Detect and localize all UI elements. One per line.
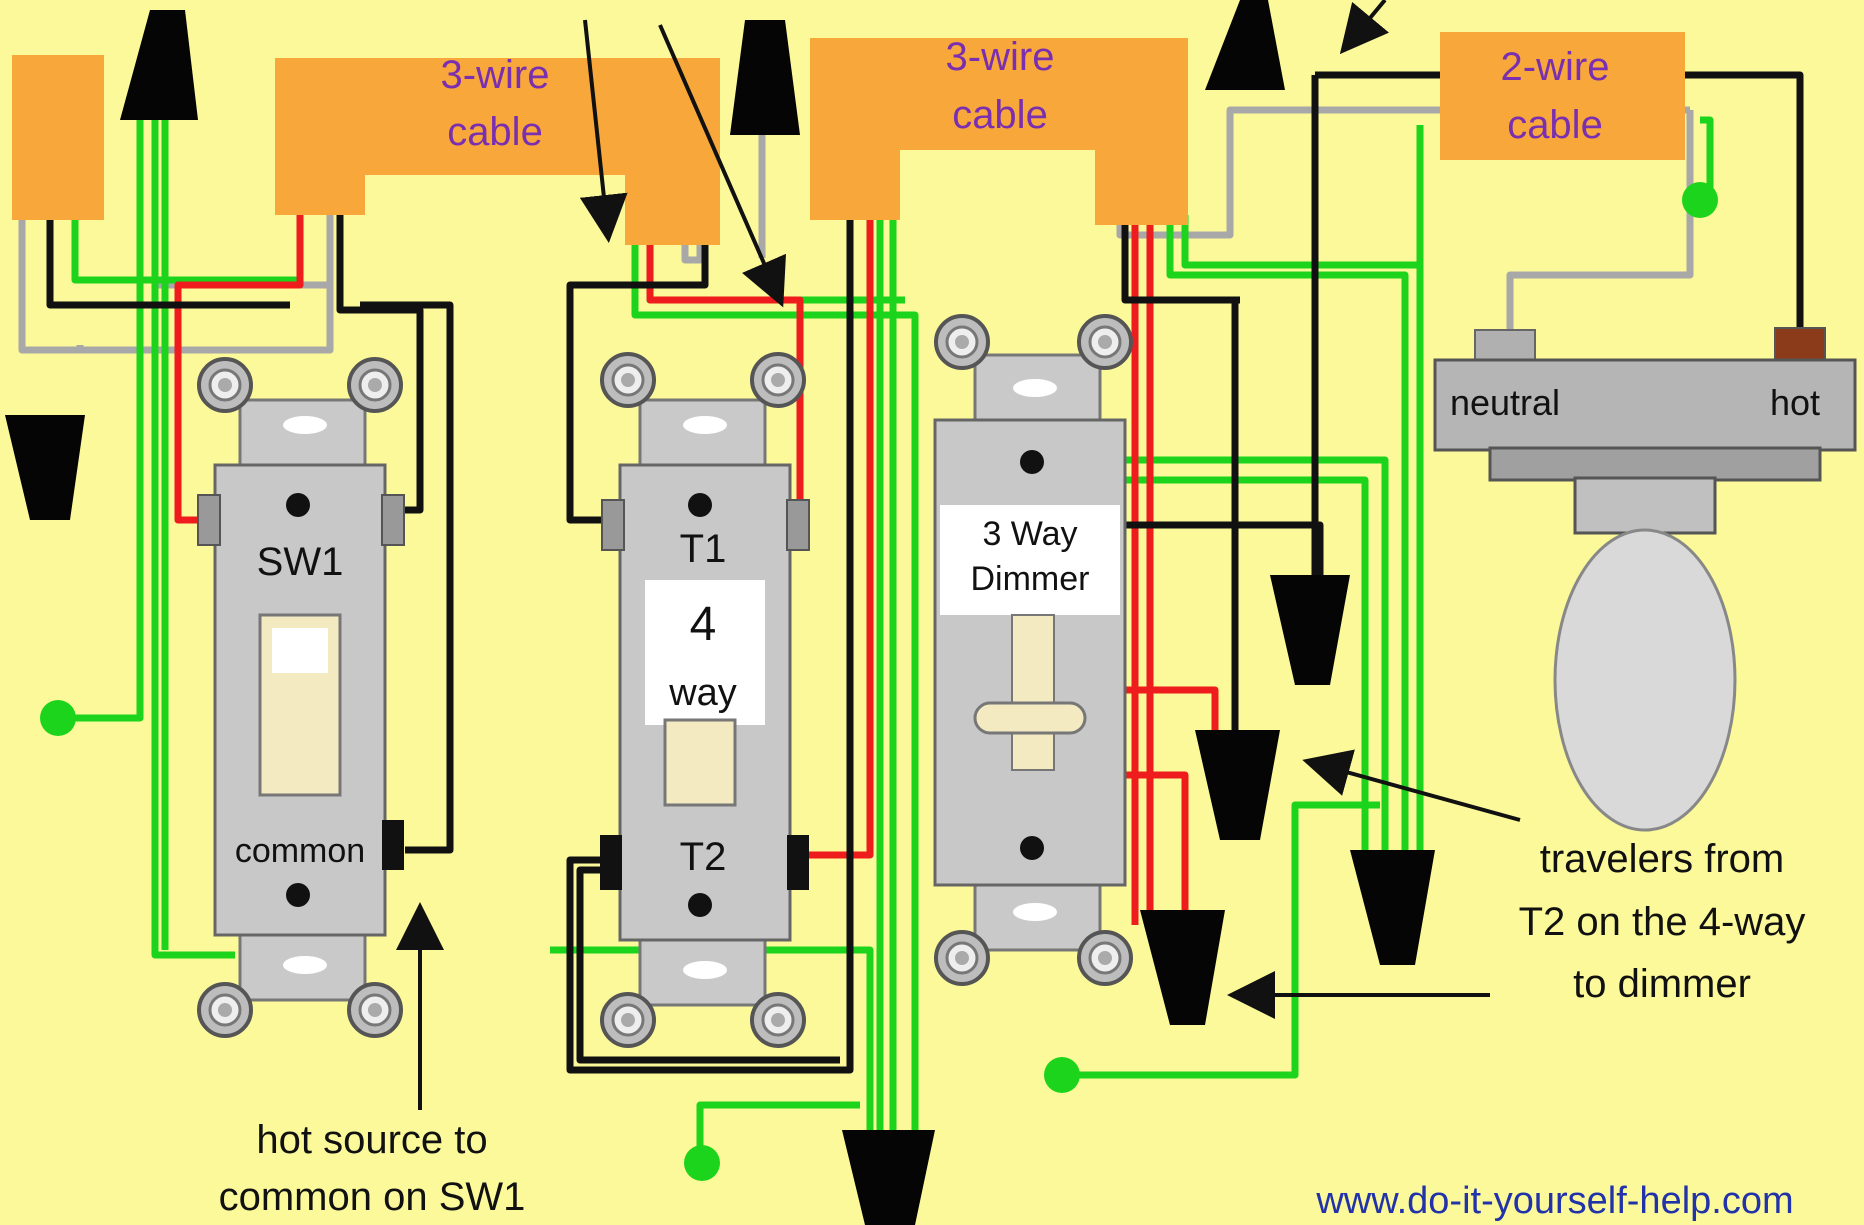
travelers-line1: travelers from (1540, 837, 1785, 881)
dimmer-slider-track (1011, 614, 1055, 771)
cable-right-line1: 2-wire (1501, 45, 1610, 89)
wire-nut-1 (120, 10, 198, 120)
cable-left-line1: 3-wire (441, 53, 550, 97)
cable-middle-line1: 3-wire (946, 35, 1055, 79)
dimmer-slider-knob (973, 701, 1087, 735)
wire-nut-6 (1195, 730, 1280, 840)
light-fixture: neutral hot (1433, 327, 1857, 832)
annotation-travelers: travelers from T2 on the 4-way to dimmer (1519, 837, 1806, 1006)
cable-middle: 3-wire cable (810, 35, 1188, 225)
wire-nut-3 (1205, 0, 1285, 90)
light-bulb (1553, 528, 1737, 832)
wire-nut-8 (1140, 910, 1225, 1025)
travelers-line3: to dimmer (1573, 962, 1751, 1006)
fixture-hot-terminal (1774, 327, 1826, 364)
pointer-arrows (396, 0, 1521, 1110)
annotation-hot-source: hot source to common on SW1 (219, 1118, 526, 1219)
cable-middle-line2: cable (952, 93, 1048, 137)
wire-nut-4 (5, 415, 85, 520)
wire-nut-2 (730, 20, 800, 135)
travelers-line2: T2 on the 4-way (1519, 900, 1806, 944)
fixture-neutral-label: neutral (1450, 382, 1560, 423)
wire-nut-9 (842, 1130, 935, 1225)
cable-right: 2-wire cable (1440, 32, 1685, 160)
hot-source-line2: common on SW1 (219, 1175, 526, 1219)
dimmer-line2: Dimmer (971, 560, 1090, 598)
four-way-t2-label: T2 (680, 835, 727, 879)
black-wires (46, 71, 1804, 1074)
sw1-label: SW1 (257, 540, 344, 584)
website-url: www.do-it-yourself-help.com (1315, 1180, 1793, 1222)
hot-source-line1: hot source to (256, 1118, 487, 1162)
wire-nut-7 (1350, 850, 1435, 965)
dimmer-line1: 3 Way (982, 515, 1077, 553)
wires (18, 71, 1804, 1150)
switch-four-way: T1 4 way T2 (600, 352, 810, 1048)
four-way-t1-label: T1 (680, 527, 727, 571)
cable-left-line2: cable (447, 110, 543, 154)
hot-wires (174, 215, 1219, 925)
ground-dots (40, 182, 1718, 1181)
wire-nuts (5, 0, 1435, 1225)
sw1-common-label: common (235, 832, 365, 870)
wire-nut-5 (1270, 575, 1350, 685)
fixture-hot-label: hot (1770, 382, 1820, 423)
switch-sw1: SW1 common (197, 357, 405, 1038)
cable-right-line2: cable (1507, 103, 1603, 147)
cable-stub-left (12, 55, 104, 220)
ground-wires (60, 100, 1714, 1150)
four-way-number: 4 (690, 598, 717, 651)
cable-left: 3-wire cable (275, 53, 720, 245)
four-way-word: way (668, 672, 737, 714)
switch-three-way-dimmer: 3 Way Dimmer (933, 314, 1133, 986)
four-way-toggle (663, 718, 737, 807)
